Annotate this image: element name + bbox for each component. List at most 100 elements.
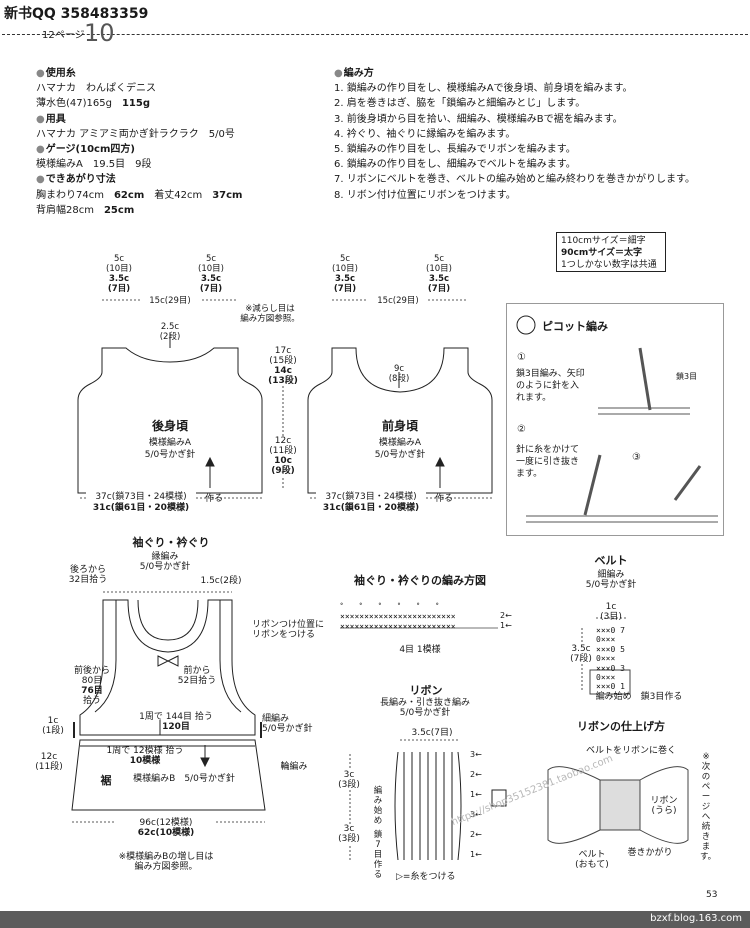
ribbon-row3b: 3← bbox=[470, 810, 482, 819]
picot-step1-illustration bbox=[598, 407, 690, 415]
hem-pattern-label: 模様編みB 5/0号かぎ針 bbox=[133, 774, 235, 784]
armhole-width-label: 1.5c(2段) bbox=[200, 576, 242, 586]
ribbon-row2b: 2← bbox=[470, 830, 482, 839]
back-body-outline bbox=[77, 347, 263, 494]
page-number: 53 bbox=[706, 890, 718, 900]
chart-row1: ×××××××××××××××××××××××× bbox=[340, 622, 456, 631]
gauge-heading: ゲージ(10cm四方) bbox=[36, 142, 242, 157]
size-note-box: 110cmサイズ＝細字 90cmサイズ＝太字 1つしかない数字は共通 bbox=[556, 232, 666, 272]
back-body-title: 後身頃 bbox=[151, 419, 188, 433]
picot-step2-illustration bbox=[526, 515, 718, 523]
belt-title: ベルト bbox=[594, 554, 628, 567]
belt-height: 3.5c(7段) bbox=[566, 644, 596, 664]
picot-step1-number: ① bbox=[517, 352, 526, 363]
finish-ribbon-back: リボン(うら) bbox=[650, 796, 678, 816]
ribbon-start-1: 編み始め bbox=[373, 786, 383, 826]
picot-step2-text: 針に糸をかけて一度に引き抜きます。 bbox=[516, 445, 580, 479]
front-neck-depth: 9c(8段) bbox=[388, 364, 410, 384]
front-top-left-dim: 5c(10目) 3.5c(7目) bbox=[332, 254, 358, 294]
chart-picot-row: ᐤ ᐤ ᐤ ᐤ ᐤ ᐤ bbox=[340, 601, 439, 610]
method-step: 7. リボンにベルトを巻き、ベルトの編み始めと編み終わりを巻きかがりします。 bbox=[334, 174, 696, 186]
size-line2: 背肩幅28cm 25cm bbox=[36, 204, 135, 216]
front-body-outline bbox=[307, 347, 493, 494]
hem-title: 裾 bbox=[100, 774, 112, 787]
armhole-title: 袖ぐり・衿ぐり bbox=[132, 536, 210, 549]
picot-chain3-label: 鎖3目 bbox=[676, 372, 698, 381]
front-bottom-dim: 37c(鎖73目・24模様)31c(鎖61目・20模様) bbox=[316, 492, 426, 514]
picot-step2-number: ② bbox=[517, 424, 526, 435]
finish-belt-front: ベルト(おもて) bbox=[575, 850, 609, 870]
ring-label: 輪編み bbox=[280, 762, 308, 772]
chart-repeat-label: 4目 1模様 bbox=[399, 645, 441, 655]
ribbon-position-label: リボンつけ位置にリボンをつける bbox=[252, 620, 325, 640]
footer-site: bzxf.blog.163.com bbox=[650, 913, 742, 924]
back-make-label: 作る bbox=[204, 494, 223, 504]
chart-row2-label: 2← bbox=[500, 611, 512, 620]
chart-row1-label: 1← bbox=[500, 621, 512, 630]
method-step: 3. 前後身頃から目を拾い、細編み、模様編みBで裾を編みます。 bbox=[334, 113, 623, 125]
size-heading: できあがり寸法 bbox=[36, 172, 242, 187]
ribbon-h2: 3c(3段) bbox=[334, 824, 364, 844]
method-step: 1. 鎖編みの作り目をし、模様編みAで後身頃、前身頃を編みます。 bbox=[334, 83, 633, 95]
yarn-line2: 薄水色(47)165g 115g bbox=[36, 98, 151, 110]
back-top-left-dim: 5c(10目) 3.5c(7目) bbox=[106, 254, 132, 294]
tools-line1: ハマナカ アミアミ両かぎ針ラクラク 5/0号 bbox=[36, 128, 235, 140]
finish-whip-label: 巻きかがり bbox=[627, 848, 673, 858]
header-divider bbox=[2, 34, 748, 35]
ribbon-title: リボン bbox=[409, 684, 443, 697]
front-top-right-dim: 5c(10目) 3.5c(7目) bbox=[426, 254, 452, 294]
tools-heading: 用具 bbox=[36, 112, 242, 127]
size-note-line2: 90cmサイズ＝太字 bbox=[561, 248, 642, 258]
front-make-label: 作る bbox=[434, 494, 453, 504]
skirt-outline bbox=[71, 739, 266, 811]
pattern-number: 10 bbox=[84, 19, 115, 47]
ribbon-start-2: 鎖7目作る bbox=[373, 830, 383, 880]
small-bow-icon bbox=[157, 655, 179, 667]
method-heading: 編み方 bbox=[334, 66, 695, 81]
row1-dim: 1c(1段) bbox=[42, 716, 64, 736]
picot-step1-text: 鎖3目編み、矢印のように針を入れます。 bbox=[516, 369, 585, 403]
gauge-line1: 模様編みA 19.5目 9段 bbox=[36, 159, 152, 171]
method-step: 5. 鎖編みの作り目をし、長編みでリボンを編みます。 bbox=[334, 144, 576, 156]
ribbon-row3: 3← bbox=[470, 750, 482, 759]
method-block: 編み方 1. 鎖編みの作り目をし、模様編みAで後身頃、前身頃を編みます。 2. … bbox=[334, 66, 695, 203]
decrease-note: ※減らし目は編み方図参照。 bbox=[240, 304, 300, 324]
belt-width: 1c(3目) bbox=[600, 602, 622, 622]
back-neck-width: 15c(29目) bbox=[140, 296, 200, 306]
method-step: 2. 肩を巻きはぎ、脇を「鎖編みと細編みとじ」します。 bbox=[334, 98, 586, 110]
belt-start: 編み始め 鎖3目作る bbox=[595, 692, 683, 702]
page-label: 12ページ bbox=[42, 30, 85, 41]
chart-row2: ×××××××××××××××××××××××× bbox=[340, 612, 456, 621]
back-top-right-dim: 5c(10目) 3.5c(7目) bbox=[198, 254, 224, 294]
bow-finish-illustration bbox=[547, 766, 689, 844]
method-step: 4. 衿ぐり、袖ぐりに縁編みを編みます。 bbox=[334, 128, 516, 140]
ribbon-h1: 3c(3段) bbox=[334, 770, 364, 790]
size-note-line1: 110cmサイズ＝細字 bbox=[561, 236, 646, 246]
hem-bottom-dim: 96c(12模様)62c(10模様) bbox=[116, 818, 216, 838]
back-bottom-dim: 37c(鎖73目・24模様)31c(鎖61目・20模様) bbox=[86, 492, 196, 514]
continue-note: ※次のページへ続きます。 bbox=[700, 752, 717, 862]
ribbon-row1b: 1← bbox=[470, 850, 482, 859]
increase-note: ※模様編みBの増し目は編み方図参照。 bbox=[118, 852, 214, 872]
footer-bar bbox=[0, 911, 750, 928]
ribbon-chart-lines bbox=[394, 751, 462, 861]
mid-dim-lower: 12c(11段) 10c(9段) bbox=[264, 436, 302, 476]
ribbon-row1: 1← bbox=[470, 790, 482, 799]
back-neck-depth: 2.5c(2段) bbox=[159, 322, 181, 342]
method-step: 6. 鎖編みの作り目をし、細編みでベルトを編みます。 bbox=[334, 159, 576, 171]
picot-symbol-icon bbox=[516, 315, 536, 335]
ribbon-row2: 2← bbox=[470, 770, 482, 779]
